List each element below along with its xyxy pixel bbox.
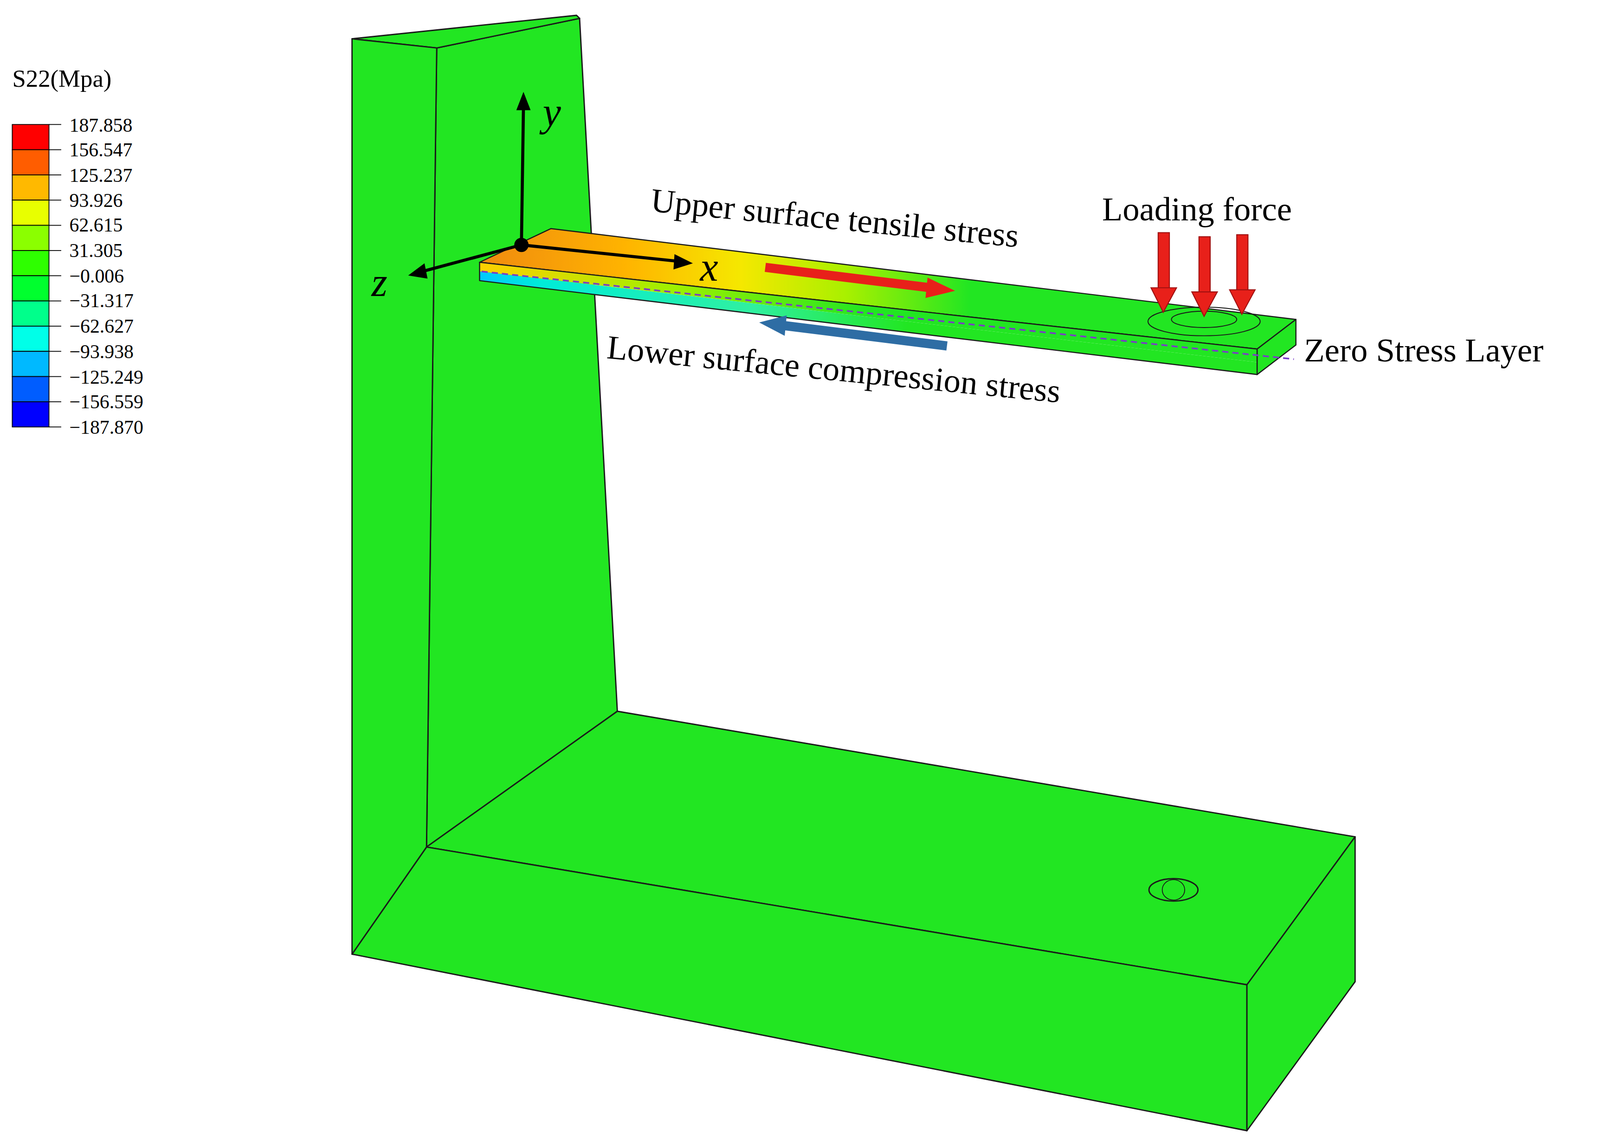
legend-value: −187.870 bbox=[69, 417, 144, 437]
arrow-head bbox=[673, 254, 693, 270]
compression-arrow bbox=[783, 325, 948, 347]
tension-arrow bbox=[765, 267, 931, 288]
axis-label: y bbox=[542, 91, 562, 133]
beam-end bbox=[1257, 319, 1297, 375]
bracket bbox=[352, 15, 1356, 1131]
bolt-hole bbox=[1148, 878, 1199, 902]
arrow-head bbox=[408, 263, 428, 279]
color-bar bbox=[12, 124, 62, 427]
origin-dot bbox=[514, 237, 529, 252]
z-axis bbox=[422, 245, 522, 272]
legend-value: 187.858 bbox=[69, 114, 133, 135]
legend-value: 156.547 bbox=[69, 140, 133, 160]
color-band bbox=[12, 250, 49, 276]
column-front bbox=[352, 38, 438, 955]
base-front bbox=[352, 847, 1248, 1131]
legend-value: 31.305 bbox=[69, 240, 123, 261]
load-arrow bbox=[1158, 232, 1170, 289]
legend-value: −156.559 bbox=[69, 392, 144, 412]
color-band bbox=[12, 376, 49, 402]
arrow-head bbox=[516, 91, 531, 111]
arrow-head bbox=[1191, 291, 1218, 317]
axis-label: z bbox=[371, 262, 388, 304]
load-arrow bbox=[1199, 236, 1211, 293]
color-band bbox=[12, 301, 49, 327]
color-band bbox=[12, 200, 49, 226]
color-band bbox=[12, 174, 49, 200]
color-band bbox=[12, 401, 49, 427]
base-end bbox=[1246, 837, 1355, 1131]
color-band bbox=[12, 275, 49, 301]
color-band bbox=[12, 124, 49, 150]
load-arrows bbox=[1150, 232, 1255, 317]
beam-front-upper bbox=[479, 262, 1258, 363]
arrow-head bbox=[925, 277, 955, 298]
legend-value: −93.938 bbox=[69, 341, 134, 362]
legend-value: 62.615 bbox=[69, 215, 123, 236]
color-band bbox=[12, 149, 49, 175]
arrow-head bbox=[1150, 287, 1177, 313]
axis-label: x bbox=[700, 246, 719, 288]
axes bbox=[408, 91, 694, 279]
legend-value: −125.249 bbox=[69, 367, 144, 387]
stress-arrows bbox=[759, 267, 955, 346]
arrow-head bbox=[759, 315, 787, 336]
legend-value: 125.237 bbox=[69, 165, 133, 185]
arrow-head bbox=[1229, 290, 1256, 315]
color-band bbox=[12, 326, 49, 352]
legend-title: S22(Mpa) bbox=[12, 66, 112, 91]
load-arrow bbox=[1236, 234, 1248, 291]
annotation: Loading force bbox=[1102, 192, 1292, 227]
y-axis bbox=[521, 106, 524, 246]
legend-value: −0.006 bbox=[69, 265, 125, 286]
x-axis bbox=[521, 245, 678, 262]
bolt-hole bbox=[1162, 879, 1185, 901]
legend-value: −62.627 bbox=[69, 316, 134, 336]
color-band bbox=[12, 351, 49, 377]
legend-value: 93.926 bbox=[69, 190, 123, 210]
annotation: Zero Stress Layer bbox=[1303, 333, 1544, 368]
cantilever-beam bbox=[479, 228, 1297, 375]
column-side bbox=[426, 18, 618, 848]
color-band bbox=[12, 225, 49, 251]
legend-value: −31.317 bbox=[69, 291, 134, 311]
annotation: Upper surface tensile stress bbox=[649, 183, 1020, 253]
